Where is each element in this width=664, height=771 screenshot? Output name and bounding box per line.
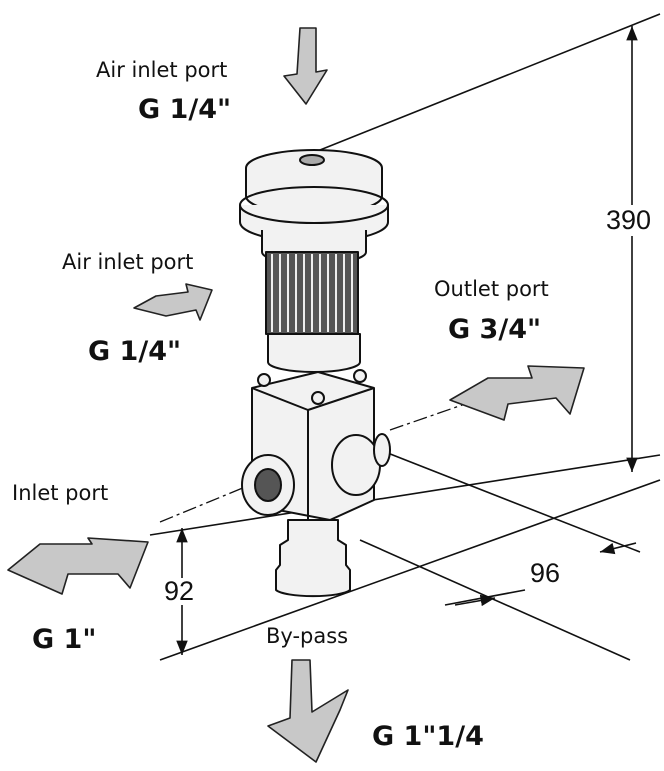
actuator-ribs bbox=[271, 254, 353, 332]
outlet-boss bbox=[331, 434, 381, 496]
air-inlet-top-label: Air inlet port bbox=[96, 58, 228, 82]
inlet-centerline bbox=[159, 484, 251, 523]
bolt bbox=[353, 369, 367, 383]
top-extension-line bbox=[304, 13, 661, 157]
outlet-centerline bbox=[389, 384, 521, 431]
height-dimension-value: 390 bbox=[606, 205, 652, 236]
bolt bbox=[311, 391, 325, 405]
outlet-arrow-icon bbox=[449, 365, 585, 421]
air-inlet-side-arrow-icon bbox=[133, 283, 213, 321]
inlet-arrow-icon bbox=[7, 537, 149, 595]
inlet-label: Inlet port bbox=[12, 481, 109, 505]
cap-plug bbox=[299, 154, 325, 166]
air-inlet-top-size: G 1/4" bbox=[138, 94, 232, 125]
outlet-size: G 3/4" bbox=[448, 314, 542, 345]
outlet-label: Outlet port bbox=[434, 277, 549, 301]
valve-body bbox=[239, 149, 391, 598]
base-side-line bbox=[359, 539, 631, 661]
inlet-height-dimension-value: 92 bbox=[164, 576, 195, 606]
depth-arrow-left bbox=[454, 594, 496, 607]
air-inlet-side-label: Air inlet port bbox=[62, 250, 194, 274]
depth-extension bbox=[444, 589, 526, 606]
flow-arrows bbox=[7, 27, 585, 763]
bypass-arrow-icon bbox=[267, 659, 349, 763]
bolt bbox=[257, 373, 271, 387]
air-inlet-top-arrow-icon bbox=[283, 27, 328, 105]
base-plane-line-front bbox=[159, 479, 661, 661]
air-inlet-side-size: G 1/4" bbox=[88, 336, 182, 367]
base-side-line-2 bbox=[379, 449, 641, 553]
depth-arrow-right bbox=[599, 542, 637, 555]
depth-dimension-value: 96 bbox=[530, 558, 561, 588]
inlet-size: G 1" bbox=[32, 624, 97, 655]
inlet-bore bbox=[254, 468, 282, 502]
lower-cylinder bbox=[267, 333, 361, 373]
bypass-label: By-pass bbox=[266, 624, 349, 648]
rear-boss bbox=[373, 433, 391, 467]
base-plane-line-back bbox=[149, 454, 661, 536]
valve-cap-flange-top bbox=[239, 186, 389, 224]
bypass-size: G 1"1/4 bbox=[372, 721, 484, 752]
bypass-fitting bbox=[275, 519, 351, 598]
